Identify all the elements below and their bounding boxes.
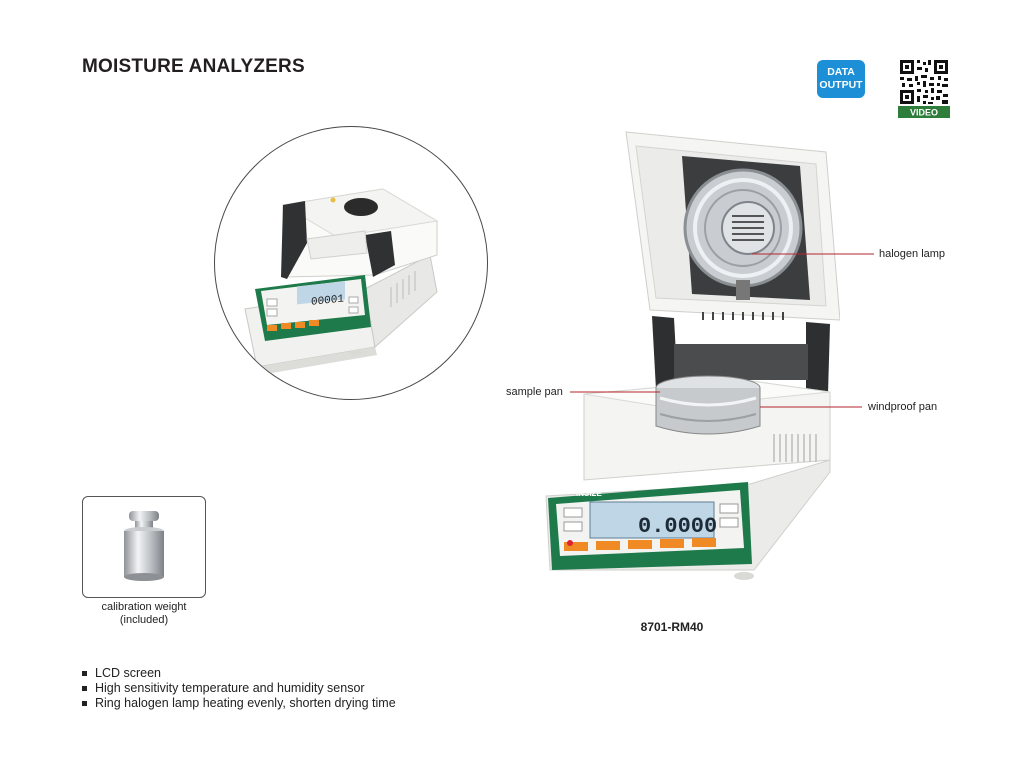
- closed-analyzer-illustration: 00001: [244, 188, 439, 375]
- caption-line-2: (included): [119, 614, 169, 626]
- inset-lcd-value: 00001: [311, 293, 344, 308]
- qr-code[interactable]: VIDEO: [898, 58, 950, 118]
- badge-line-1: DATA: [827, 66, 855, 78]
- calibration-weight-caption: calibration weight (included): [82, 601, 206, 627]
- list-item: Ring halogen lamp heating evenly, shorte…: [82, 696, 396, 711]
- bullet-icon: [82, 671, 87, 676]
- closed-analyzer-inset: 00001: [214, 126, 488, 400]
- calibration-weight-box: [82, 496, 206, 598]
- badge-line-2: OUTPUT: [819, 79, 863, 91]
- feature-text: Ring halogen lamp heating evenly, shorte…: [95, 696, 396, 710]
- feature-text: LCD screen: [95, 666, 161, 680]
- callout-sample-pan: sample pan: [506, 386, 563, 398]
- callout-halogen-lamp: halogen lamp: [879, 248, 946, 260]
- model-number: 8701-RM40: [640, 620, 704, 634]
- brand-logo: INSIZE: [576, 489, 602, 498]
- qr-video-label: VIDEO: [910, 108, 938, 118]
- caption-line-1: calibration weight: [101, 601, 187, 613]
- open-analyzer: INSIZE 0.0000: [540, 130, 841, 590]
- bullet-icon: [82, 701, 87, 706]
- open-analyzer-illustration: INSIZE 0.0000: [545, 131, 841, 580]
- data-output-badge: DATA OUTPUT: [817, 60, 865, 98]
- lcd-value: 0.0000: [638, 514, 717, 539]
- calibration-weight-illustration: [124, 511, 164, 581]
- list-item: High sensitivity temperature and humidit…: [82, 681, 396, 696]
- feature-list: LCD screen High sensitivity temperature …: [82, 666, 396, 711]
- page-title: MOISTURE ANALYZERS: [82, 56, 305, 77]
- feature-text: High sensitivity temperature and humidit…: [95, 681, 365, 695]
- qr-code-icon: VIDEO: [898, 58, 950, 118]
- callout-windproof-pan: windproof pan: [868, 401, 938, 413]
- list-item: LCD screen: [82, 666, 396, 681]
- bullet-icon: [82, 686, 87, 691]
